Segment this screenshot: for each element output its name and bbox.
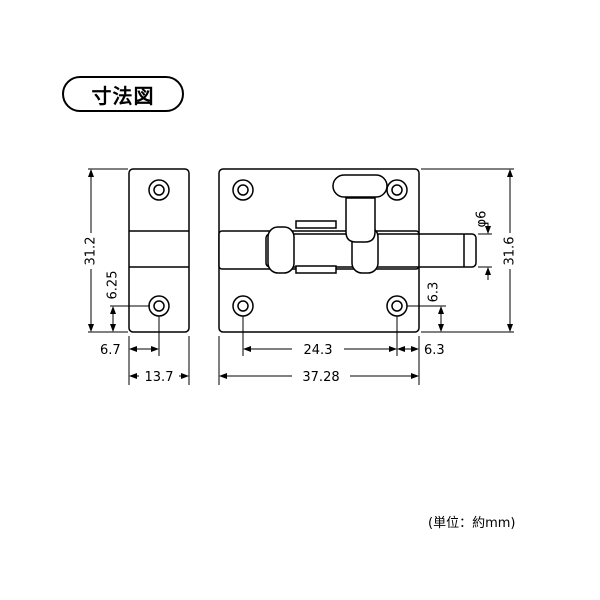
side-view-plate bbox=[128, 168, 190, 333]
dim-hole-spacing: 24.3 bbox=[304, 343, 333, 358]
side-view-bottom-hole bbox=[148, 295, 170, 317]
dim-side-hole-height: 6.25 bbox=[106, 271, 121, 300]
dim-side-hole-offset: 6.7 bbox=[100, 343, 121, 358]
front-view-bottom-left-hole bbox=[232, 295, 254, 317]
bolt-left-collar bbox=[267, 226, 295, 274]
dim-front-hole-offset: 6.3 bbox=[424, 343, 445, 358]
dim-overall-width: 37.28 bbox=[302, 370, 339, 385]
bolt-handle bbox=[345, 197, 376, 243]
front-view-bottom-right-hole bbox=[386, 295, 408, 317]
lower-guide-tab bbox=[295, 265, 337, 274]
dim-side-width: 13.7 bbox=[145, 370, 174, 385]
diagram-title: 寸法図 bbox=[62, 76, 184, 112]
front-view-top-left-hole bbox=[232, 179, 254, 201]
front-view-top-right-hole bbox=[386, 179, 408, 201]
upper-guide-tab bbox=[295, 220, 337, 229]
dim-front-height: 31.6 bbox=[503, 237, 518, 266]
dim-front-hole-height: 6.3 bbox=[427, 282, 442, 303]
dim-bolt-diameter: φ6 bbox=[475, 211, 490, 228]
bolt-handle-knob bbox=[332, 174, 388, 198]
side-view-top-hole bbox=[148, 179, 170, 201]
unit-note: (単位：約mm) bbox=[428, 516, 516, 531]
dim-side-height: 31.2 bbox=[84, 237, 99, 266]
